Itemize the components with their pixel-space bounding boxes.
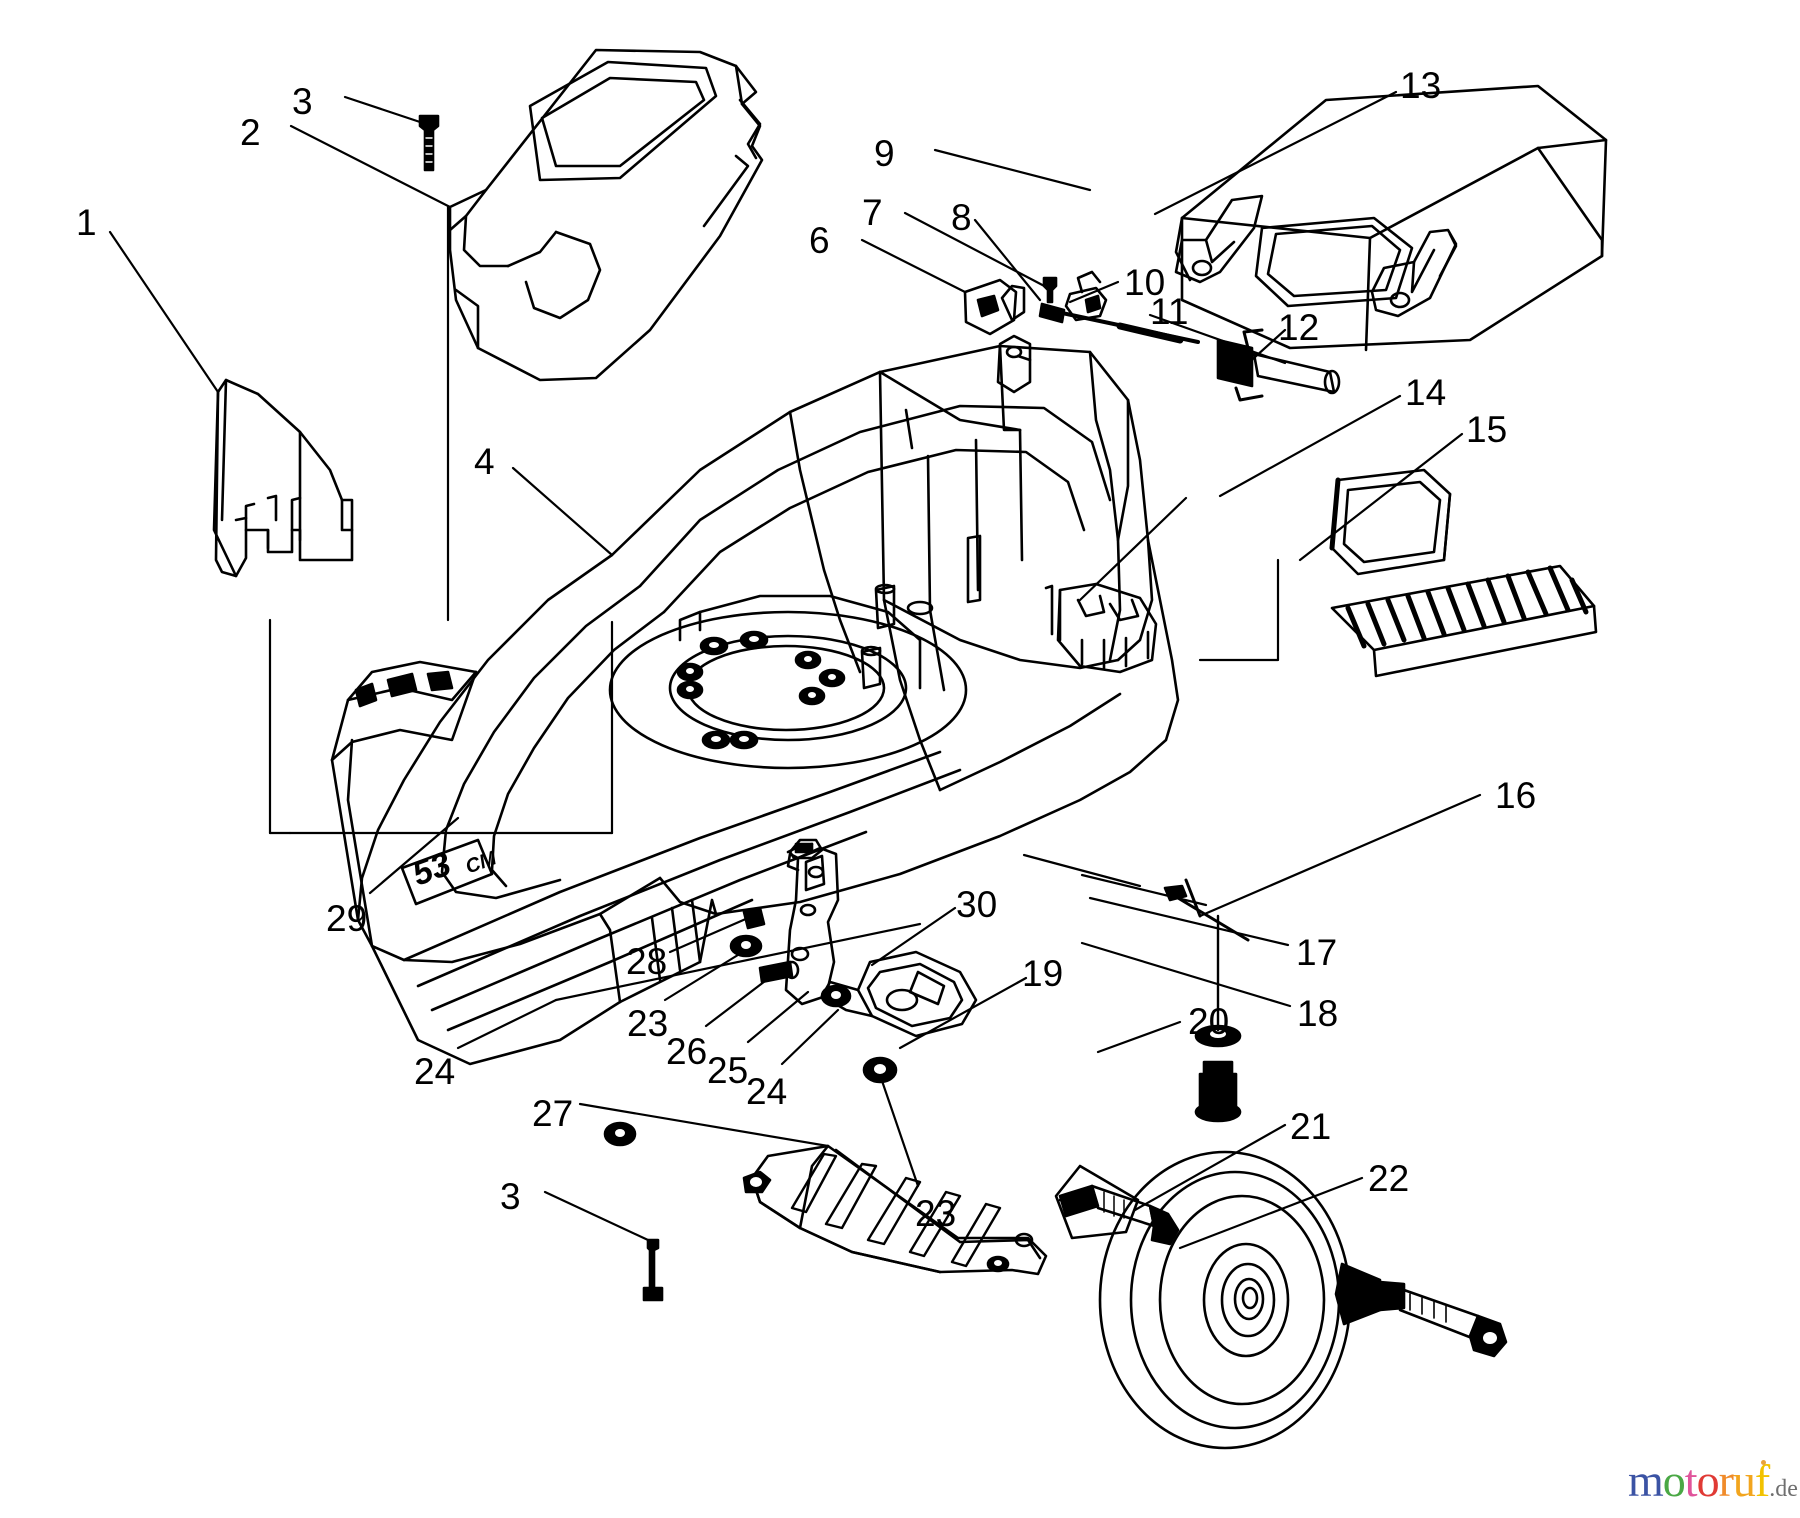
callout-2: 2	[240, 112, 261, 153]
leader-lines	[108, 90, 1482, 1250]
wm-suffix-de: .de	[1769, 1476, 1798, 1502]
part-6-7-8-handle-latch	[963, 270, 1341, 402]
part-27-rear-deflector	[742, 1144, 1048, 1276]
callout-20: 20	[1188, 1001, 1230, 1042]
wm-letter-o1: o	[1662, 1455, 1686, 1506]
part-30-wheel-arm	[784, 838, 978, 1038]
callout-6: 6	[809, 220, 830, 261]
part-22-wheel-bolt	[1398, 1288, 1508, 1358]
wm-letter-r: r	[1718, 1455, 1734, 1506]
part-24-washer-left	[603, 1121, 637, 1147]
part-19-axle-bolt	[1054, 1164, 1180, 1246]
callout-27: 27	[532, 1093, 574, 1134]
part-1-side-deflector	[212, 378, 354, 578]
callout-29: 29	[326, 898, 368, 939]
part-13-rear-cover	[1174, 84, 1608, 352]
callout-28: 28	[626, 941, 668, 982]
wm-letter-f: f	[1754, 1455, 1770, 1506]
callout-22: 22	[1368, 1158, 1410, 1199]
parts-23-25-26-fasteners	[729, 934, 898, 1084]
wm-letter-o2: o	[1696, 1455, 1720, 1506]
part-21-hub-cap	[1334, 1262, 1406, 1326]
part-2-rear-door	[448, 48, 764, 382]
callout-24-left: 24	[414, 1051, 456, 1092]
wm-accent-dot	[1761, 1460, 1766, 1465]
callout-24-right: 24	[746, 1071, 788, 1112]
callout-19: 19	[1022, 953, 1064, 994]
callout-14: 14	[1405, 372, 1447, 413]
motoruf-watermark: motoruf.de	[1628, 1458, 1798, 1504]
part-15-rubber-pad	[1330, 564, 1598, 678]
callout-9: 9	[874, 133, 895, 174]
callout-23-upper: 23	[627, 1003, 669, 1044]
wm-letter-t: t	[1684, 1455, 1698, 1506]
callout-3-bottom: 3	[500, 1176, 521, 1217]
callout-12: 12	[1278, 307, 1320, 348]
callout-23-lower: 23	[915, 1193, 957, 1234]
wm-letter-u: u	[1732, 1455, 1756, 1506]
part-28-spacer	[742, 906, 766, 930]
callout-21: 21	[1290, 1106, 1332, 1147]
callout-30: 30	[956, 884, 998, 925]
deck-size-unit: CM	[462, 847, 500, 879]
part-16-17-18-height-adjuster	[1163, 878, 1250, 1123]
part-14-gasket-frame	[1329, 468, 1452, 576]
callout-13: 13	[1400, 65, 1442, 106]
callout-26: 26	[666, 1031, 708, 1072]
callout-25: 25	[707, 1050, 749, 1091]
callout-7: 7	[862, 192, 883, 233]
callout-4: 4	[474, 441, 495, 482]
callout-10: 10	[1124, 262, 1166, 303]
callout-16: 16	[1495, 775, 1537, 816]
callout-17: 17	[1296, 932, 1338, 973]
part-3-screw-bottom	[642, 1238, 664, 1302]
callout-8: 8	[951, 197, 972, 238]
wm-letter-m: m	[1628, 1455, 1664, 1506]
callout-18: 18	[1297, 993, 1339, 1034]
callout-15: 15	[1466, 409, 1508, 450]
callout-11: 11	[1150, 291, 1189, 332]
callout-3-top: 3	[292, 81, 313, 122]
deck-size-decal-outline	[400, 838, 494, 906]
callout-1: 1	[76, 202, 97, 243]
part-3-screw-top	[418, 114, 440, 172]
